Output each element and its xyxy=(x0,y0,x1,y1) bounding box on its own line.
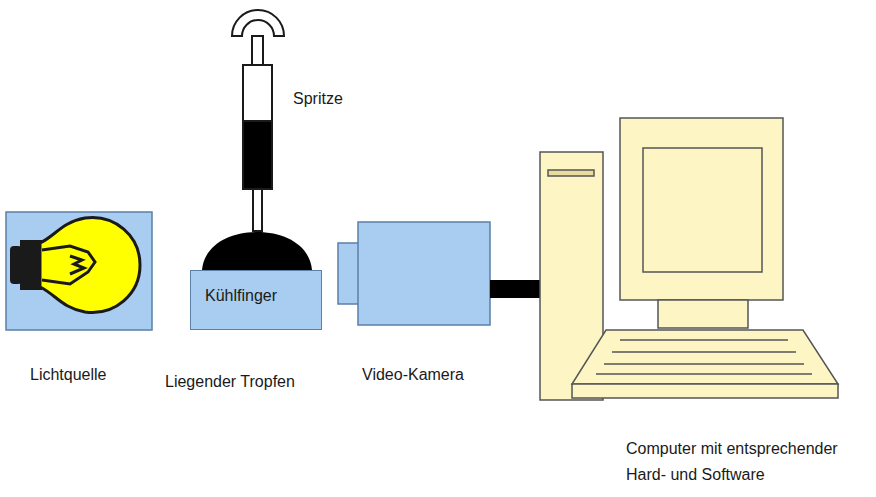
node-label: Kühlfinger xyxy=(205,287,307,305)
camera-label: Video-Kamera xyxy=(362,362,464,388)
computer xyxy=(540,118,838,400)
light-bulb xyxy=(10,218,140,313)
syringe-label: Spritze xyxy=(293,86,343,112)
video-camera xyxy=(338,222,490,325)
light-source-label: Lichtquelle xyxy=(30,362,107,388)
light-source-box xyxy=(6,212,152,330)
cooling-finger-box: Kühlfinger xyxy=(190,270,322,330)
cable xyxy=(490,280,542,298)
computer-label: Computer mit entsprechender Hard- und So… xyxy=(626,436,866,488)
drop-label: Liegender Tropfen xyxy=(165,369,295,395)
syringe xyxy=(232,10,284,231)
sessile-drop xyxy=(202,232,312,270)
